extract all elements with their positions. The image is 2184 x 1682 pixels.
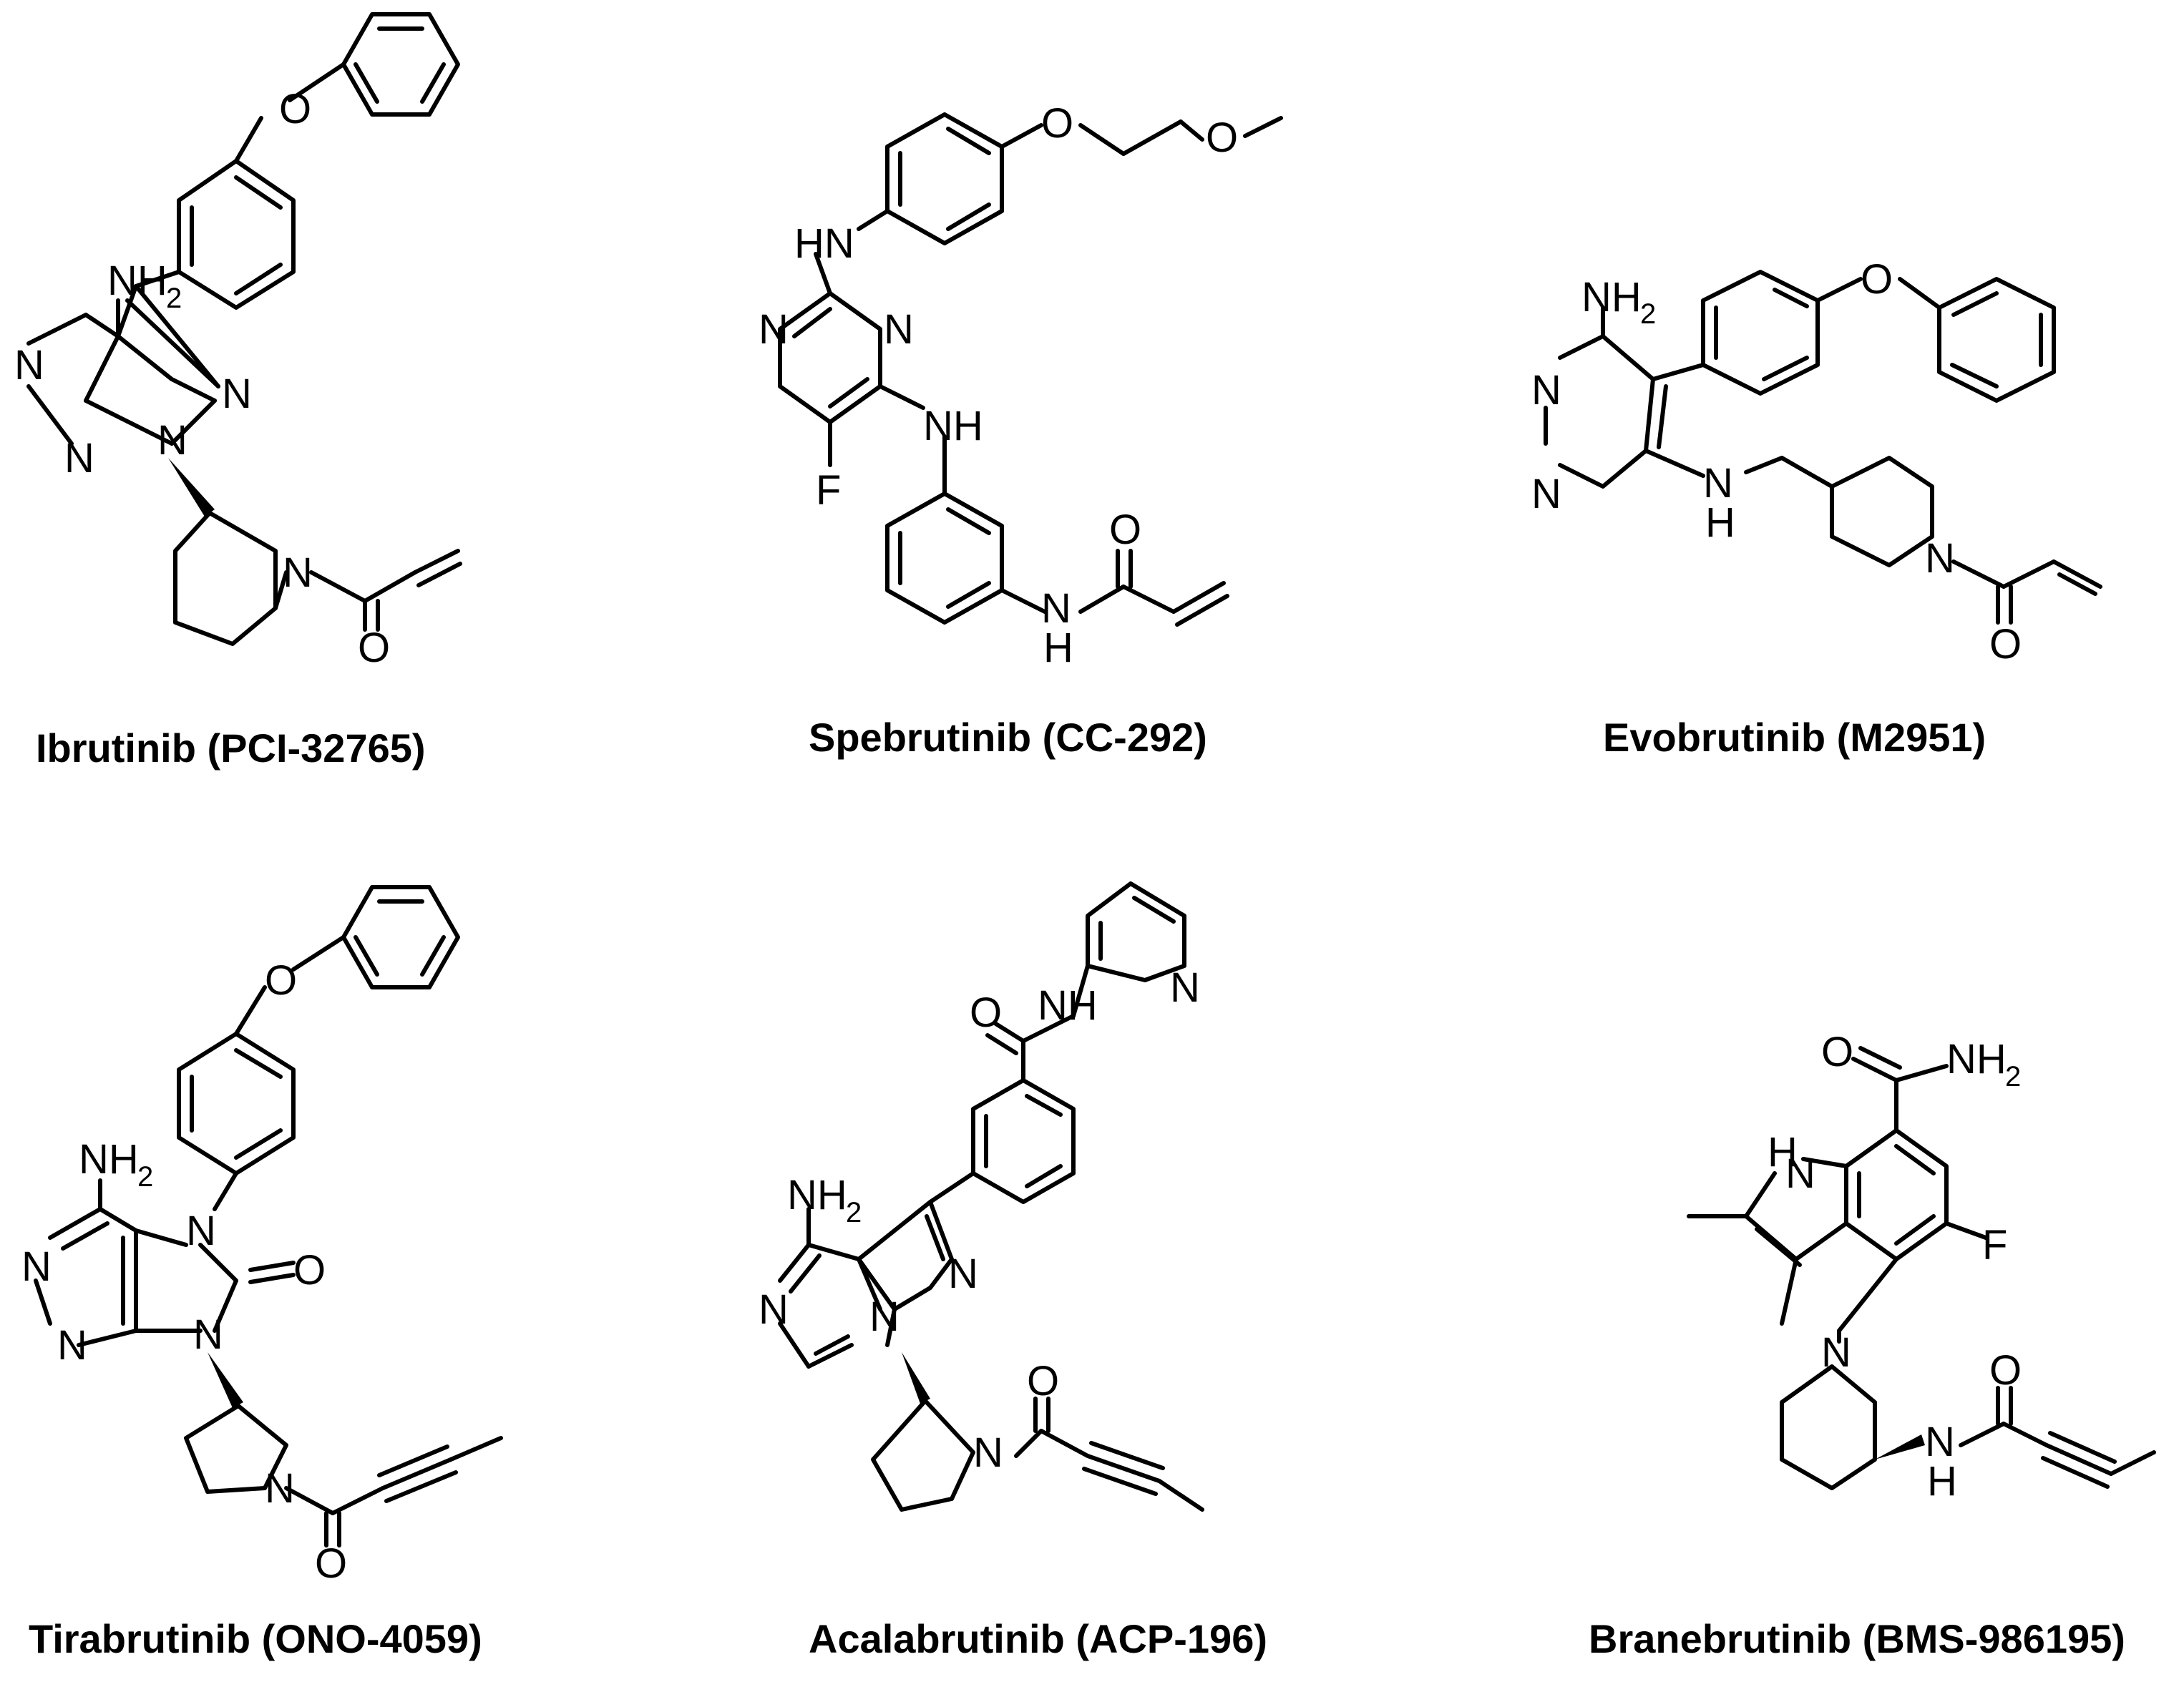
atom-label: F (1982, 1222, 2007, 1268)
atom-label: NH (1038, 982, 1098, 1029)
atom-label: N (1531, 367, 1561, 414)
structure-acalabrutinib: N NH O NH 2 N N N N O Acalabrutinib (ACP… (759, 881, 1267, 1661)
atom-label: 2 (137, 1161, 153, 1193)
atom-label: N (884, 306, 914, 353)
atom-label: N (973, 1429, 1003, 1476)
atom-label: 2 (166, 283, 182, 314)
structure-branebrutinib: O NH 2 H N F N N H O Branebrutinib (BMS-… (1589, 1029, 2156, 1661)
atom-label: N (1041, 585, 1071, 632)
atom-label: O (1821, 1029, 1853, 1075)
compound-name: Evobrutinib (M2951) (1603, 715, 1986, 760)
atom-label: O (315, 1540, 347, 1587)
atom-label: N (1170, 964, 1200, 1011)
structure-evobrutinib: O NH 2 N N N H N O Evobrutinib (M2951) (1531, 256, 2102, 760)
atom-label: N (1925, 1419, 1955, 1465)
atom-label: O (265, 957, 297, 1004)
atom-label: O (1206, 114, 1238, 161)
atom-label: N (1531, 471, 1561, 517)
atom-label: NH (787, 1172, 847, 1218)
atom-label: O (358, 625, 390, 671)
atom-label: N (222, 371, 252, 417)
atom-label: N (1785, 1150, 1815, 1197)
atom-label: N (283, 549, 313, 596)
atom-label: N (186, 1208, 216, 1254)
atom-label: F (816, 467, 841, 514)
atom-label: N (64, 435, 94, 481)
atom-label: O (1989, 621, 2022, 668)
atom-label: O (279, 86, 311, 132)
compound-name: Tirabrutinib (ONO-4059) (29, 1616, 482, 1661)
compound-name: Spebrutinib (CC-292) (809, 715, 1207, 760)
atom-label: H (1768, 1129, 1798, 1175)
atom-label: 2 (2005, 1061, 2021, 1092)
atom-label: O (970, 989, 1002, 1036)
atom-label: N (759, 306, 789, 353)
atom-label: H (1705, 499, 1735, 546)
atom-label: NH (1946, 1036, 2007, 1082)
atom-label: H (1927, 1458, 1957, 1505)
atom-label: N (1925, 535, 1955, 582)
atom-label: N (1821, 1329, 1851, 1376)
atom-label: O (1041, 100, 1073, 147)
atom-label: O (1861, 256, 1893, 303)
atom-label: H (1043, 625, 1073, 671)
atom-label: N (265, 1465, 295, 1512)
compound-name: Ibrutinib (PCI-32765) (36, 725, 426, 771)
atom-label: O (293, 1247, 326, 1294)
atom-label: N (57, 1322, 87, 1369)
atom-label: NH (107, 258, 167, 304)
atom-label: O (1027, 1358, 1059, 1404)
atom-label: N (157, 417, 187, 464)
atom-label: NH (79, 1136, 139, 1183)
structure-spebrutinib: O O HN N N NH F N H O Spebrutinib (CC-29… (759, 100, 1283, 760)
atom-label: O (1989, 1347, 2022, 1394)
atom-label: N (14, 342, 44, 388)
atom-label: NH (923, 403, 983, 449)
compound-name: Branebrutinib (BMS-986195) (1589, 1616, 2125, 1661)
structure-tirabrutinib: O NH 2 N O N N N N O Tirabrutinib (ONO-4… (21, 885, 503, 1661)
atom-label: HN (794, 220, 854, 267)
atom-label: 2 (1640, 298, 1656, 330)
atom-label: N (759, 1286, 789, 1333)
atom-label: N (1703, 460, 1733, 507)
atom-label: N (193, 1311, 223, 1358)
atom-label: N (21, 1243, 52, 1290)
structure-ibrutinib: O NH 2 N N N N N O Ibrutinib (PCI-32765) (14, 12, 462, 771)
atom-label: N (948, 1251, 978, 1297)
compound-name: Acalabrutinib (ACP-196) (809, 1616, 1267, 1661)
atom-label: NH (1581, 274, 1642, 321)
atom-label: 2 (846, 1197, 862, 1228)
atom-label: O (1109, 507, 1141, 553)
atom-label: N (869, 1294, 900, 1340)
